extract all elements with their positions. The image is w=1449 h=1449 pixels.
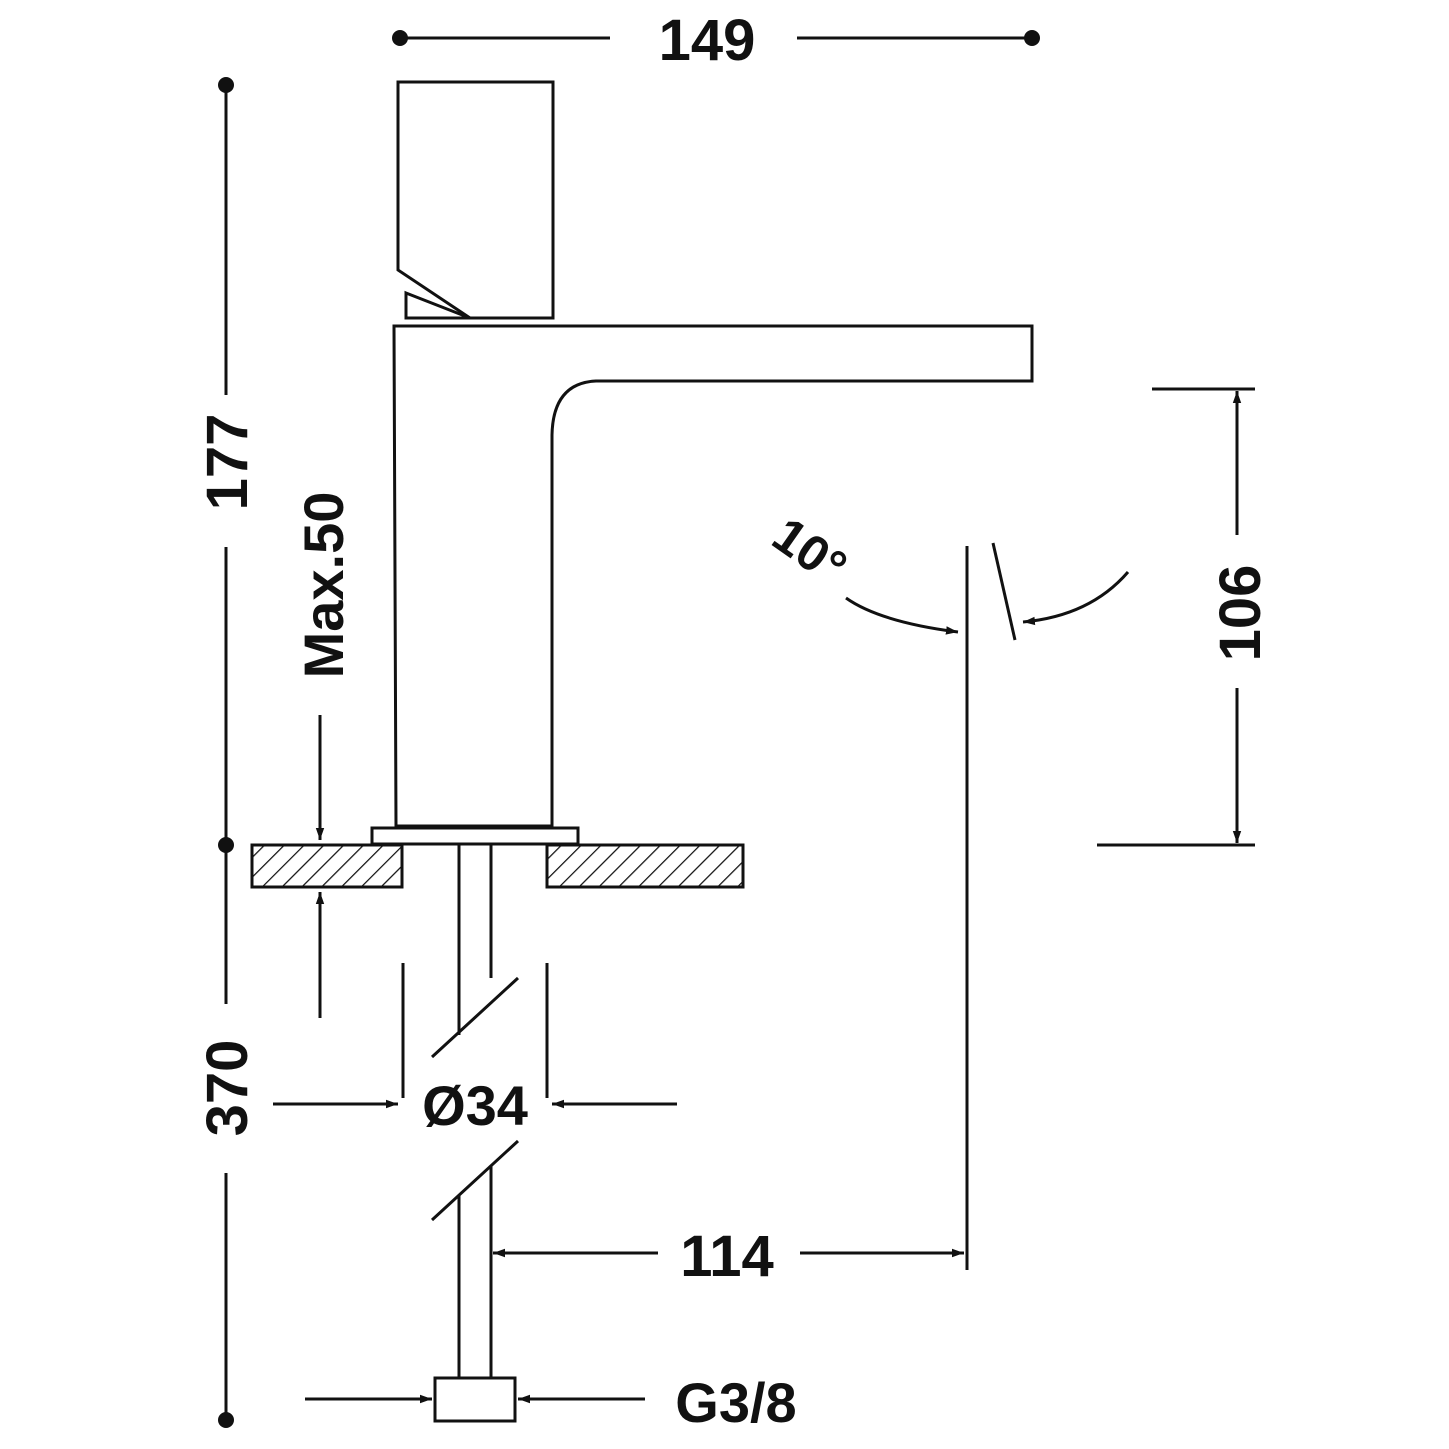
- angle-arc-right: [1022, 571, 1130, 626]
- hose-connector: [433, 1376, 517, 1423]
- hose-length-label: 370: [195, 1040, 260, 1137]
- spout-angle-label: 10°: [763, 506, 857, 595]
- dim-dot: [392, 30, 408, 46]
- dim-dot: [1024, 30, 1040, 46]
- lever-shadow: [404, 290, 471, 320]
- spout-height-label: 106: [1208, 565, 1273, 662]
- max-deck-thickness-label: Max.50: [292, 492, 355, 679]
- connection-thread-label: G3/8: [675, 1371, 796, 1434]
- angle-arc-left: [845, 596, 959, 635]
- angled-reference-line: [991, 542, 1017, 641]
- dim-dot: [218, 837, 234, 853]
- base-flange: [370, 826, 580, 846]
- spout-reach-label: 114: [680, 1224, 774, 1289]
- break-mark-bottom: [430, 1139, 520, 1222]
- break-mark-top: [430, 976, 520, 1059]
- spout-body: [392, 324, 1034, 828]
- faucet-body: [370, 80, 1034, 1423]
- dim-dot: [218, 1412, 234, 1428]
- dim-dot: [218, 77, 234, 93]
- dimension-height-label: 177: [195, 414, 260, 511]
- countertop: [250, 843, 745, 889]
- dimension-width-label: 149: [659, 8, 756, 73]
- lever-handle: [396, 80, 555, 320]
- body-diameter-label: Ø34: [422, 1074, 528, 1137]
